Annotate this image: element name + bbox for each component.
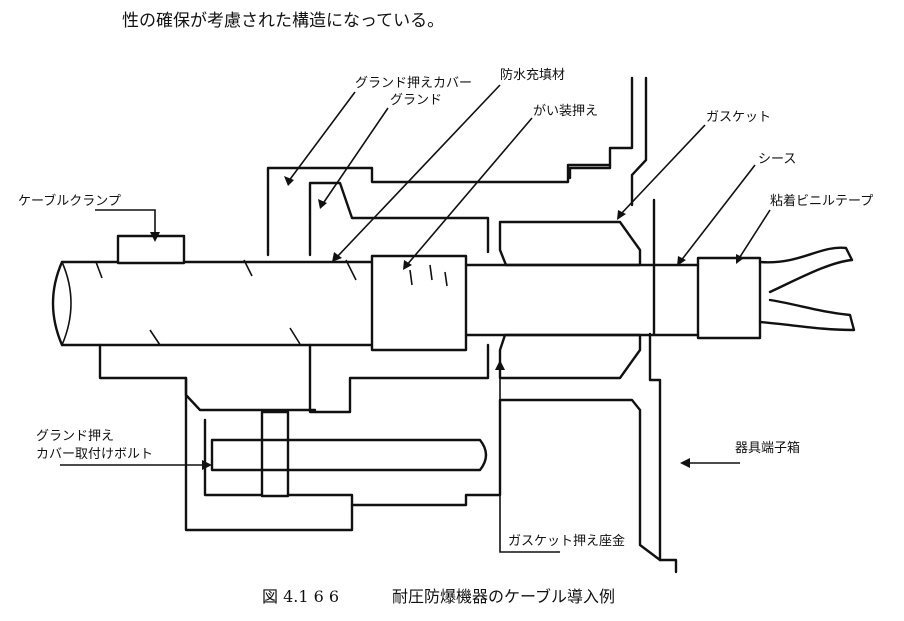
label-bolt-line1: グランド押え	[36, 429, 114, 444]
label-armor-retainer: がい装押え	[533, 104, 598, 119]
label-gland-cover: グランド押えカバー	[355, 76, 472, 91]
armor-retainer	[370, 254, 468, 352]
cable-clamp	[116, 234, 186, 265]
gland-cover-bolt-head	[260, 410, 290, 498]
label-terminal-box: 器具端子箱	[735, 440, 800, 456]
label-gland: グランド	[390, 93, 442, 108]
label-bolt-line2: カバー取付けボルト	[36, 447, 153, 462]
intro-text: 性の確保が考慮された構造になっている。	[122, 11, 444, 31]
cable-body	[51, 260, 374, 347]
vinyl-tape	[696, 256, 762, 340]
label-vinyl-tape: 粘着ビニルテープ	[770, 193, 873, 209]
label-waterproof-filler: 防水充填材	[500, 67, 565, 83]
gland-body	[308, 181, 490, 414]
figure-caption: 耐圧防爆機器のケーブル導入例	[392, 587, 615, 606]
label-sheath: シース	[758, 152, 796, 167]
conductor-ends	[758, 246, 856, 332]
gland-cover-body	[98, 163, 662, 562]
gasket-lower	[498, 333, 642, 380]
cable-sheath	[464, 263, 700, 337]
cable-hatching	[95, 259, 448, 346]
gland-cover-bolt-shank	[210, 438, 488, 472]
terminal-box-wall	[568, 76, 678, 574]
gasket-upper	[498, 220, 642, 267]
figure-number: 図 4.1 6 6	[262, 587, 339, 606]
label-gasket-washer: ガスケット押え座金	[508, 533, 625, 549]
leader-lines	[60, 84, 771, 553]
label-gasket: ガスケット	[706, 110, 771, 125]
cable-end-face	[61, 261, 72, 346]
label-cable-clamp: ケーブルクランプ	[18, 193, 121, 209]
